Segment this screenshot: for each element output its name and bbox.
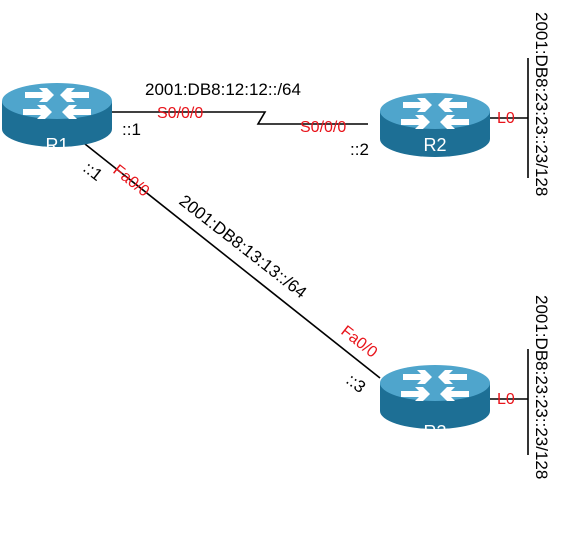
router-icon [380,365,490,429]
interface-label-r3-fa00: Fa0/0 [338,323,381,362]
interface-label-r1-s000: S0/0/0 [157,105,203,122]
router-r3-label: R3 [423,422,446,442]
router-r3[interactable]: R3 [380,365,490,442]
interface-label-r3-l0: L0 [497,391,515,408]
link-r1-r2 [110,111,368,125]
link-r2-loopback [490,58,529,178]
host-label-r1-r3: ::1 [80,158,107,185]
host-label-r2: ::2 [350,140,369,159]
link-r3-loopback [490,349,529,455]
loopback-address-r2: 2001:DB8:23:23::23/128 [532,12,551,196]
host-label-r1-r2: ::1 [122,120,141,139]
router-r2-label: R2 [423,135,446,155]
loopback-address-r3: 2001:DB8:23:23::23/128 [532,295,551,479]
link-r1-r3 [84,143,381,379]
router-r2[interactable]: R2 [380,93,490,157]
interface-label-r1-fa00: Fa0/0 [110,162,153,201]
subnet-label-r1-r2: 2001:DB8:12:12::/64 [145,80,301,99]
subnet-label-r1-r3: 2001:DB8:13:13::/64 [176,191,311,302]
host-label-r3: ::3 [343,370,370,397]
interface-label-r2-l0: L0 [497,110,515,127]
router-r1[interactable]: R1 [2,83,112,155]
router-r1-label: R1 [45,135,68,155]
interface-label-r2-s000: S0/0/0 [300,119,346,136]
